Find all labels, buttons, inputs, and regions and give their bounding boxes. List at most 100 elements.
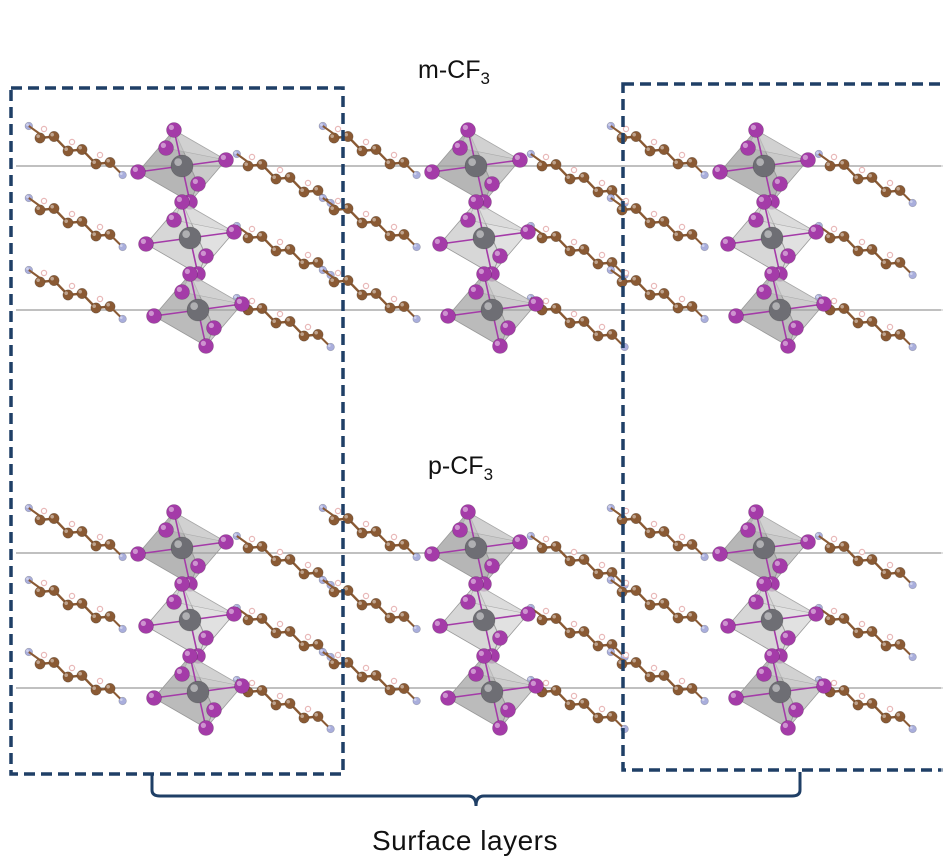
carbon-atom: [838, 684, 850, 696]
iodine-atom-highlight: [750, 596, 756, 602]
nitrogen-atom-highlight: [528, 151, 531, 154]
octahedron-face: [173, 583, 235, 615]
organic-bond: [610, 269, 623, 279]
iodine-atom-highlight: [750, 214, 756, 220]
carbon-atom-highlight: [50, 514, 54, 519]
nitrogen-atom: [118, 314, 127, 324]
octahedron-face: [747, 511, 809, 543]
carbon-atom: [90, 540, 102, 552]
iodine-atom-highlight: [714, 548, 720, 554]
hydrogen-atom: [886, 323, 894, 331]
carbon-atom-highlight: [538, 616, 542, 620]
hydrogen-atom: [858, 310, 866, 318]
nitrogen-atom-highlight: [909, 344, 913, 348]
carbon-atom-highlight: [826, 162, 830, 166]
carbon-atom: [578, 172, 590, 184]
iodine-atom-highlight: [530, 298, 536, 304]
carbon-atom: [630, 131, 642, 143]
nitrogen-atom-highlight: [327, 344, 331, 348]
hydrogen-atom: [304, 251, 312, 259]
hydrogen-atom: [40, 651, 48, 659]
iodine-atom-highlight: [208, 704, 214, 710]
carbon-atom: [564, 317, 576, 329]
iodine-atom-highlight: [486, 560, 492, 566]
carbon-atom-highlight: [688, 612, 692, 617]
iodine-atom-highlight: [160, 142, 166, 148]
carbon-atom: [550, 540, 562, 552]
nitrogen-atom-highlight: [701, 554, 705, 557]
carbon-atom-highlight: [314, 186, 318, 191]
iodine-atom: [512, 534, 528, 550]
carbon-atom: [256, 302, 268, 314]
carbon-atom: [536, 614, 548, 626]
carbon-atom-highlight: [882, 188, 886, 192]
nitrogen-atom: [908, 652, 917, 662]
carbon-atom-highlight: [386, 160, 390, 164]
hydrogen-atom: [68, 210, 76, 218]
iodine-atom: [764, 266, 780, 282]
carbon-atom-highlight: [330, 206, 334, 210]
carbon-atom: [880, 186, 892, 198]
nitrogen-atom-highlight: [701, 172, 705, 175]
lead-atom: [480, 680, 504, 704]
carbon-atom-highlight: [660, 217, 664, 222]
carbon-atom-highlight: [344, 276, 348, 281]
carbon-atom: [342, 274, 354, 286]
hydrogen-atom: [390, 533, 398, 541]
carbon-atom-highlight: [632, 276, 636, 281]
carbon-atom-highlight: [896, 640, 900, 645]
carbon-atom-highlight: [106, 158, 110, 163]
carbon-atom-highlight: [618, 516, 622, 520]
carbon-atom: [284, 553, 296, 565]
carbon-atom-highlight: [50, 276, 54, 281]
lead-atom-highlight: [182, 612, 190, 621]
nitrogen-atom-highlight: [816, 677, 819, 680]
carbon-atom-highlight: [618, 134, 622, 138]
organic-bond: [322, 579, 335, 589]
iodine-atom-highlight: [148, 310, 154, 316]
carbon-atom-highlight: [64, 291, 68, 295]
carbon-atom-highlight: [272, 557, 276, 561]
carbon-atom-highlight: [78, 289, 82, 294]
carbon-atom: [672, 158, 684, 170]
iodine-atom: [190, 176, 206, 192]
hydrogen-atom: [362, 210, 370, 218]
iodine-atom-highlight: [782, 632, 788, 638]
hydrogen-atom: [40, 125, 48, 133]
hydrogen-atom: [304, 323, 312, 331]
iodine-atom-highlight: [730, 310, 736, 316]
hydrogen-atom: [886, 633, 894, 641]
carbon-atom: [866, 244, 878, 256]
carbon-atom-highlight: [314, 568, 318, 573]
carbon-atom: [578, 244, 590, 256]
carbon-atom: [384, 540, 396, 552]
iodine-atom: [166, 212, 182, 228]
nitrogen-atom-highlight: [320, 267, 323, 271]
carbon-atom-highlight: [300, 642, 304, 646]
iodine-atom: [138, 618, 154, 634]
iodine-atom-highlight: [758, 196, 764, 202]
carbon-atom: [644, 217, 656, 229]
iodine-atom-highlight: [220, 154, 226, 160]
iodine-atom: [460, 212, 476, 228]
carbon-atom: [672, 684, 684, 696]
carbon-atom-highlight: [854, 175, 858, 179]
carbon-atom-highlight: [258, 614, 262, 619]
iodine-atom: [740, 522, 756, 538]
carbon-atom-highlight: [538, 162, 542, 166]
carbon-atom-highlight: [594, 642, 598, 646]
hydrogen-atom: [650, 664, 658, 672]
carbon-atom: [880, 330, 892, 342]
nitrogen-atom-highlight: [816, 533, 819, 536]
lead-atom-highlight: [764, 612, 773, 621]
carbon-atom: [658, 144, 670, 156]
carbon-atom-highlight: [344, 658, 348, 663]
hydrogen-atom: [886, 251, 894, 259]
lead-atom-highlight: [484, 302, 492, 310]
iodine-atom-highlight: [810, 226, 816, 232]
iodine-atom: [712, 164, 728, 180]
carbon-atom-highlight: [646, 291, 650, 295]
organic-bond: [610, 579, 623, 589]
carbon-atom: [592, 258, 604, 270]
iodine-atom: [440, 690, 456, 706]
